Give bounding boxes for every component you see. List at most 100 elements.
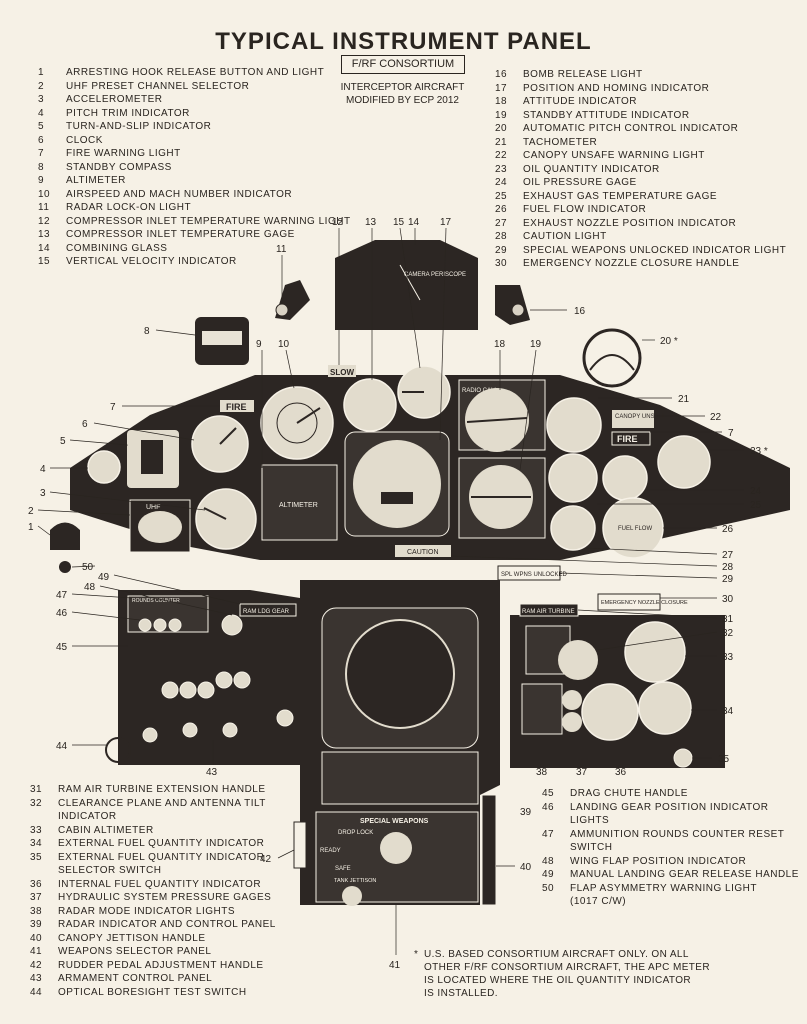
callout-46: 46 bbox=[56, 608, 68, 619]
callout-1: 1 bbox=[28, 522, 34, 533]
tank-jettison-label: TANK JETTISON bbox=[334, 878, 376, 884]
leader-2 bbox=[37, 509, 131, 516]
callout-41: 41 bbox=[389, 960, 401, 971]
legend-text: ARMAMENT CONTROL PANEL bbox=[58, 973, 213, 984]
callout-50: 50 bbox=[82, 562, 94, 573]
oil-pressure-gage bbox=[602, 455, 648, 501]
compressor-temp-warning-light bbox=[328, 365, 356, 377]
altimeter bbox=[261, 464, 338, 541]
callout-24: 24 bbox=[750, 486, 762, 497]
manual-gear-release bbox=[239, 603, 297, 617]
legend-number: 8 bbox=[38, 161, 45, 173]
legend-number: 14 bbox=[38, 242, 51, 254]
callout-35: 35 bbox=[718, 754, 730, 765]
fire-label-right: FIRE bbox=[617, 434, 638, 444]
armament-knob-7 bbox=[182, 722, 198, 738]
legend-number bbox=[542, 895, 570, 909]
legend-number: 31 bbox=[30, 784, 43, 795]
legend-number: 43 bbox=[30, 973, 43, 984]
callout-23: 23 * bbox=[750, 446, 768, 457]
callout-8: 8 bbox=[144, 326, 150, 337]
apc-indicator bbox=[582, 328, 642, 388]
uhf-dial bbox=[138, 511, 182, 543]
turn-slip-window bbox=[141, 440, 163, 474]
legend-number: 35 bbox=[30, 851, 43, 863]
safe-label: SAFE bbox=[335, 866, 351, 872]
legend-text: AIRSPEED AND MACH NUMBER INDICATOR bbox=[66, 188, 293, 200]
callout-15: 15 bbox=[393, 217, 405, 228]
gear-light-right bbox=[168, 618, 182, 632]
legend-text: STANDBY COMPASS bbox=[66, 161, 172, 173]
armament-knob-3 bbox=[197, 681, 215, 699]
ram-air-turbine-label: RAM AIR TURBINE bbox=[522, 609, 575, 615]
callout-43: 43 bbox=[206, 767, 218, 778]
legend-number: 9 bbox=[38, 175, 45, 186]
legend-text: WING FLAP POSITION INDICATOR bbox=[570, 855, 747, 867]
wing-flap-position-indicator bbox=[221, 614, 243, 636]
legend-text: INTERNAL FUEL QUANTITY INDICATOR bbox=[58, 878, 262, 890]
legend-item: INDICATOR bbox=[30, 810, 285, 824]
legend-text: EXTERNAL FUEL QUANTITY INDICATOR bbox=[58, 838, 265, 849]
callout-18: 18 bbox=[494, 339, 506, 350]
legend-text: OIL PRESSURE GAGE bbox=[523, 177, 637, 188]
legend-text: RADAR INDICATOR AND CONTROL PANEL bbox=[58, 919, 276, 930]
leader-32 bbox=[597, 631, 718, 651]
footnote-line: IS LOCATED WHERE THE OIL QUANTITY INDICA… bbox=[424, 975, 692, 986]
callout-25: 25 bbox=[750, 500, 762, 511]
legend-text: FIRE WARNING LIGHT bbox=[66, 148, 181, 159]
legend-number: 3 bbox=[38, 94, 45, 105]
leader-49 bbox=[113, 574, 241, 605]
callout-31: 31 bbox=[722, 614, 734, 625]
legend-number: 12 bbox=[38, 215, 51, 227]
panel-illustration: CAMERA PERISCOPE UHF FIRE ALTIMETER bbox=[50, 240, 790, 906]
legend-text: SWITCH bbox=[570, 842, 613, 853]
arresting-hook-button bbox=[50, 522, 80, 550]
legend-number bbox=[30, 864, 58, 878]
camera-periscope-housing bbox=[335, 240, 478, 330]
footnote-line: U.S. BASED CONSORTIUM AIRCRAFT ONLY. ON … bbox=[424, 949, 689, 960]
legend-text: RUDDER PEDAL ADJUSTMENT HANDLE bbox=[58, 959, 264, 971]
legend-item: 8 STANDBY COMPASS bbox=[38, 161, 338, 175]
optical-boresight-test-switch bbox=[105, 737, 131, 763]
callout-3: 3 bbox=[40, 488, 46, 499]
legend-number: 26 bbox=[495, 204, 508, 215]
callout-5: 5 bbox=[60, 436, 66, 447]
leader-10 bbox=[285, 349, 295, 389]
lower-left-panel bbox=[118, 590, 300, 765]
legend-number: 38 bbox=[30, 905, 43, 917]
legend-text: AMMUNITION ROUNDS COUNTER RESET bbox=[570, 828, 785, 840]
gear-light-left bbox=[138, 618, 152, 632]
legend-number: 47 bbox=[542, 828, 555, 840]
leader-29 bbox=[559, 572, 718, 579]
radar-lock-on-light bbox=[275, 303, 289, 317]
legend-item: LIGHTS bbox=[542, 814, 802, 828]
armament-knob-9 bbox=[276, 709, 294, 727]
legend-number: 4 bbox=[38, 107, 45, 119]
legend-number: 46 bbox=[542, 801, 555, 813]
leader-1 bbox=[37, 525, 51, 536]
callout-32: 32 bbox=[722, 628, 734, 639]
uhf-label: UHF bbox=[146, 504, 160, 511]
legend-number: 17 bbox=[495, 82, 508, 94]
legend-text: CANOPY UNSAFE WARNING LIGHT bbox=[523, 150, 705, 161]
legend-text: AUTOMATIC PITCH CONTROL INDICATOR bbox=[523, 123, 739, 134]
rudder-pedal-handle bbox=[293, 821, 307, 869]
callout-10: 10 bbox=[278, 339, 290, 350]
legend-text: MANUAL LANDING GEAR RELEASE HANDLE bbox=[570, 869, 799, 880]
armament-gauges bbox=[138, 614, 294, 743]
special-weapons-label: SPECIAL WEAPONS bbox=[360, 818, 429, 825]
callout-7: 7 bbox=[110, 402, 116, 413]
